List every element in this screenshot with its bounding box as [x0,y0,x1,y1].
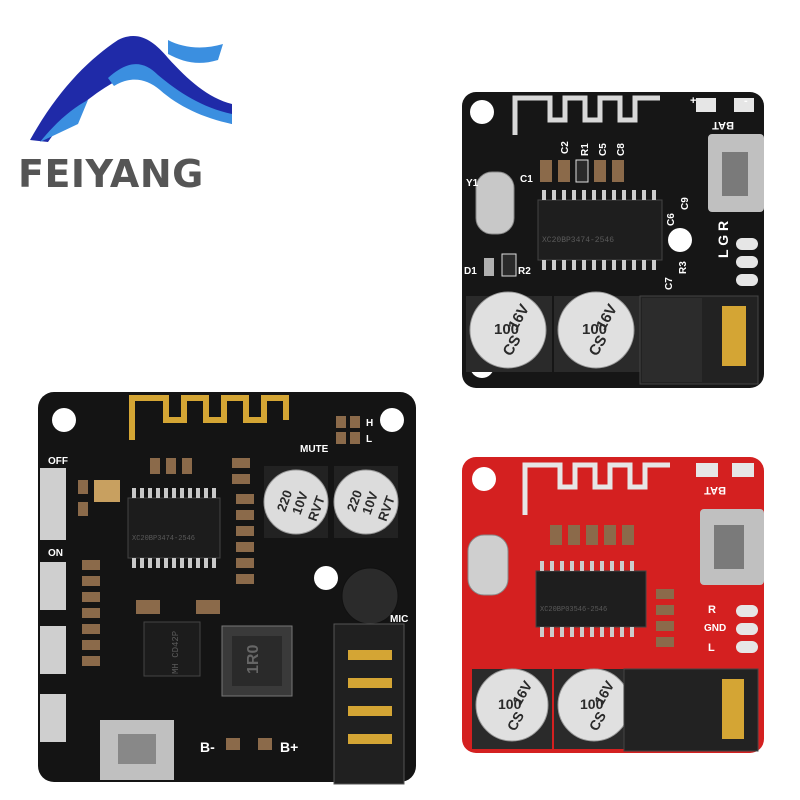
svg-text:D1: D1 [464,266,477,277]
label-b-minus: B- [200,739,215,755]
svg-text:100: 100 [498,696,522,712]
capacitor: 220 10V RVT [263,466,329,538]
svg-text:C7: C7 [664,277,675,290]
svg-text:XC20BP03546-2546: XC20BP03546-2546 [540,606,607,614]
svg-text:MH CD42P: MH CD42P [171,631,181,674]
feiyang-logo-mark [30,36,232,142]
svg-text:Y1: Y1 [466,178,479,189]
svg-text:100: 100 [580,696,604,712]
svg-text:R: R [708,604,716,616]
svg-text:C8: C8 [616,143,627,156]
svg-text:C1: C1 [520,174,533,185]
black-board-small: + - BAT C2 R1 C5 C8 Y1 C1 XC20BP3474-254… [462,92,764,388]
red-board: BAT XC20BP03546-2546 R GND L CS 100 16V … [462,457,764,753]
svg-text:C9: C9 [680,197,691,210]
label-mute: MUTE [300,444,329,455]
svg-text:L: L [708,642,715,654]
ic-label: XC20BP3474-2546 [542,236,614,245]
svg-text:H: H [366,418,373,429]
svg-text:C2: C2 [560,141,571,154]
svg-text:L: L [366,434,372,445]
label-lgr: L G R [715,221,731,258]
svg-text:R2: R2 [518,266,531,277]
label-off: OFF [48,456,68,467]
svg-text:C6: C6 [666,213,677,226]
svg-text:GND: GND [704,623,726,634]
label-mic: MIC [390,614,408,625]
svg-text:100: 100 [494,321,519,338]
black-board-large: H L MUTE OFF ON XC20BP3474-2546 220 10V … [38,392,416,785]
svg-text:100: 100 [582,321,607,338]
label-minus: - [744,95,748,107]
inductor-label: 1R0 [245,645,262,674]
logo-wing-light [108,64,232,124]
capacitor: 220 10V RVT [333,466,399,538]
svg-text:R1: R1 [580,143,591,156]
capacitor: CS 100 16V [554,291,640,372]
svg-text:XC20BP3474-2546: XC20BP3474-2546 [132,535,195,543]
label-b-plus: B+ [280,739,298,755]
label-plus: + [690,95,696,107]
svg-text:220: 220 [344,488,366,514]
capacitor: CS 100 16V [554,668,634,749]
logo-wing-tip [168,40,223,63]
svg-text:220: 220 [274,488,296,514]
brand-name: FEIYANG [18,152,204,196]
label-bat: BAT [704,484,726,496]
capacitor: CS 100 16V [472,668,552,749]
label-bat: BAT [712,119,734,131]
svg-text:R3: R3 [678,261,689,274]
svg-text:C5: C5 [598,143,609,156]
label-on: ON [48,548,63,559]
capacitor: CS 100 16V [466,291,552,372]
